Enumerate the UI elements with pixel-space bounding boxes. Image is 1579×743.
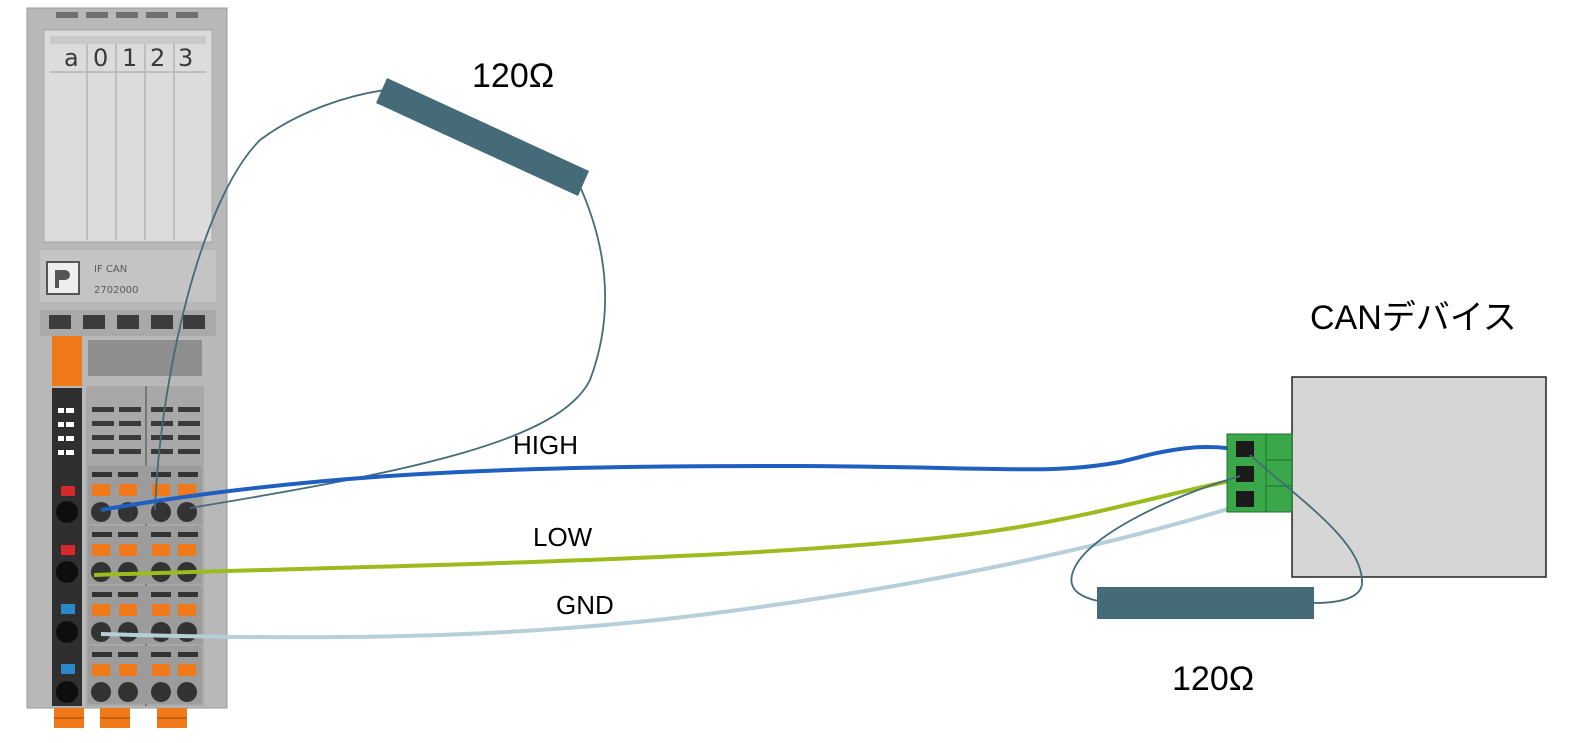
bottom-resistor-body [1097, 587, 1314, 619]
can-io-module: a 0 1 2 3 IF CAN 2702000 [26, 7, 228, 728]
can-device-label: CANデバイス [1310, 299, 1517, 337]
can-device-body [1291, 376, 1547, 578]
channel-label-1: 1 [122, 44, 137, 72]
bottom-resistor-lead-left [1070, 475, 1241, 602]
model-number: 2702000 [94, 285, 139, 296]
gnd-wire-label: GND [556, 590, 614, 620]
status-leds [61, 486, 75, 674]
bottom-resistor-lead-right [1249, 454, 1363, 604]
low-wire-label: LOW [533, 522, 593, 552]
channel-label-2: 2 [150, 44, 165, 72]
terminal-row-4 [88, 646, 202, 704]
bottom-termination-resistor [1070, 454, 1363, 619]
channel-label-a: a [64, 44, 79, 72]
orange-release-tab [52, 336, 82, 386]
module-label-panel [43, 29, 213, 243]
top-resistor-body [376, 78, 589, 196]
gnd-wire [100, 500, 1251, 640]
high-wire-label: HIGH [513, 430, 578, 460]
top-resistor-lead-left [154, 89, 386, 511]
module-top-vents [56, 12, 198, 18]
channel-label-3: 3 [178, 44, 193, 72]
top-resistor-label: 120Ω [472, 57, 555, 95]
terminal-row-1 [88, 466, 202, 524]
model-name: IF CAN [94, 264, 127, 275]
can-device [1226, 376, 1547, 578]
channel-label-0: 0 [93, 44, 108, 72]
high-wire [100, 445, 1251, 512]
bottom-resistor-label: 120Ω [1172, 660, 1255, 698]
low-wire [93, 476, 1246, 577]
can-connector [1226, 433, 1293, 513]
